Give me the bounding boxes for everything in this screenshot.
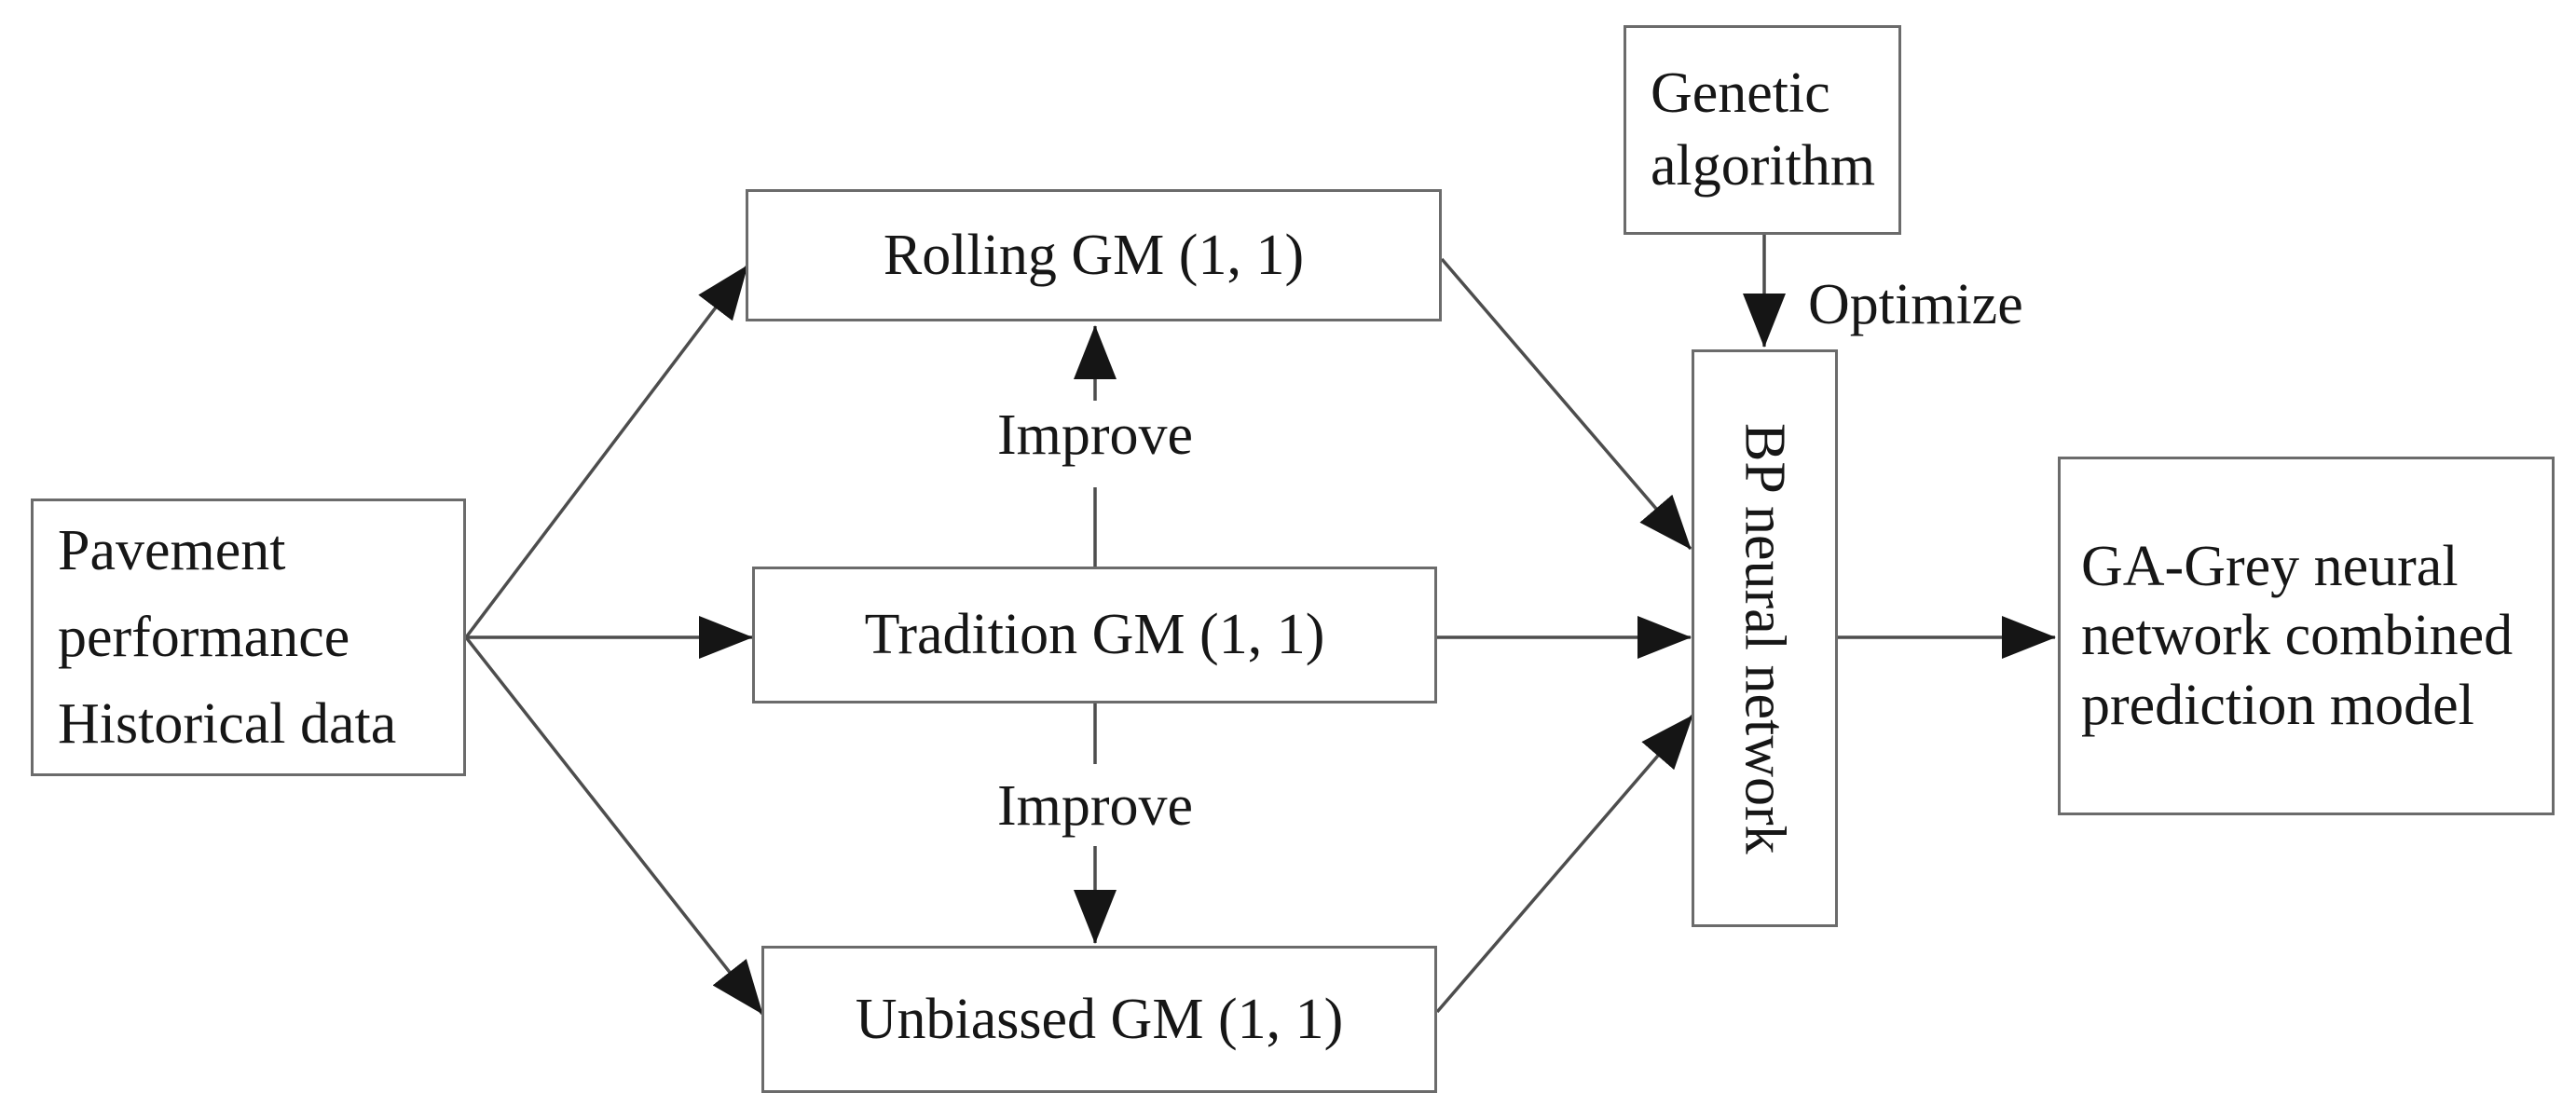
edge-pavement-to-unbiassed [464, 635, 764, 1016]
pavement-line-1: Pavement [58, 518, 286, 582]
result-line-1: GA-Grey neural [2081, 534, 2459, 598]
edge-pavement-to-rolling [464, 264, 749, 639]
tradition-gm-node: Tradition GM (1, 1) [752, 567, 1437, 703]
genetic-algorithm-node: Genetic algorithm [1624, 25, 1901, 235]
improve-label-bottom: Improve [996, 774, 1194, 838]
rolling-gm-label: Rolling GM (1, 1) [883, 223, 1305, 287]
genetic-line-1: Genetic [1651, 61, 1830, 125]
pavement-historical-data-node: Pavement performance Historical data [31, 499, 466, 776]
optimize-label: Optimize [1808, 273, 2023, 336]
genetic-line-2: algorithm [1651, 133, 1876, 198]
result-line-2: network combined [2081, 604, 2514, 668]
unbiassed-gm-label: Unbiassed GM (1, 1) [855, 987, 1344, 1051]
bp-neural-network-label: BP neural network [1733, 422, 1797, 854]
bp-neural-network-node: BP neural network [1692, 349, 1838, 927]
edge-unbiassed-to-bp [1435, 714, 1694, 1014]
pavement-line-2: performance [58, 605, 350, 669]
pavement-line-3: Historical data [58, 691, 397, 756]
edge-rolling-to-bp [1440, 257, 1692, 551]
improve-label-top: Improve [996, 403, 1194, 467]
rolling-gm-node: Rolling GM (1, 1) [746, 189, 1442, 321]
result-line-3: prediction model [2081, 673, 2474, 737]
tradition-gm-label: Tradition GM (1, 1) [864, 603, 1325, 667]
ga-grey-result-node: GA-Grey neural network combined predicti… [2058, 457, 2555, 815]
unbiassed-gm-node: Unbiassed GM (1, 1) [761, 946, 1437, 1093]
